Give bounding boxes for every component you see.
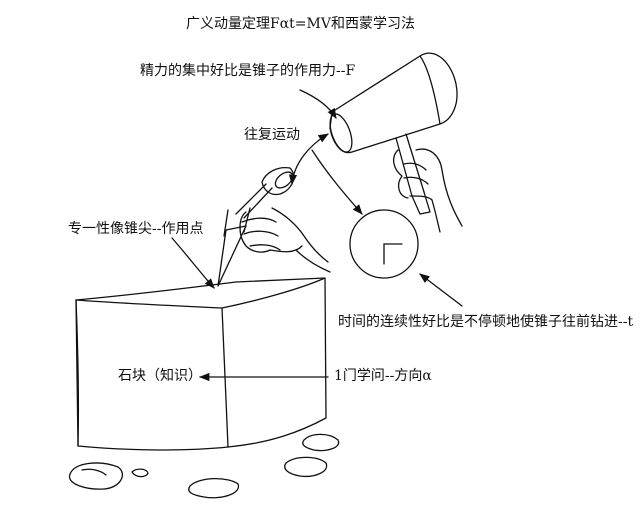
hand-icon [392, 148, 463, 233]
motion-arrow [288, 133, 329, 186]
clock-arrow-upper [311, 149, 363, 215]
force-label: 精力的集中好比是锥子的作用力--F [140, 63, 356, 79]
stone-label: 石块（知识） [118, 368, 202, 384]
direction-label: 1门学问--方向α [334, 368, 432, 384]
page-title: 广义动量定理Fαt=MV和西蒙学习法 [186, 16, 415, 32]
motion-label: 往复运动 [244, 127, 300, 143]
pebbles-icon [68, 433, 340, 499]
point-label: 专一性像锥尖--作用点 [68, 221, 204, 237]
clock-arrow-lower [419, 273, 463, 307]
time-label: 时间的连续性好比是不停顿地使锥子往前钻进--t [338, 314, 634, 330]
force-arrow [299, 89, 337, 119]
stone-block-icon [75, 277, 327, 451]
clock-icon [349, 209, 419, 279]
awl-icon [217, 166, 295, 287]
point-arrow [171, 237, 215, 289]
hand-icon [239, 207, 331, 273]
